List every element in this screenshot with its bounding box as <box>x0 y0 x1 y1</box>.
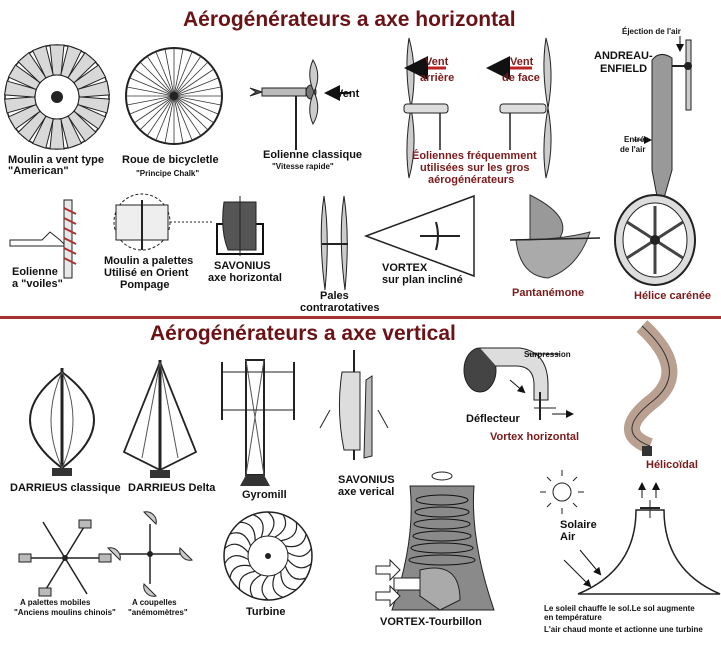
label-pantanemone: Pantanémone <box>512 287 585 299</box>
label-coupelles-1: A coupelles <box>132 598 177 607</box>
label-vortex-plan-2: sur plan incliné <box>382 274 463 286</box>
label-palettes-3: Pompage <box>120 279 170 291</box>
label-american-1: Moulin a vent type <box>8 154 104 166</box>
label-turbine: Turbine <box>246 606 286 618</box>
label-savonius-h-2: axe horizontal <box>208 272 282 284</box>
label-large-3: aérogénérateurs <box>428 174 515 186</box>
label-surpression: Surpression <box>524 350 571 359</box>
label-large-1: Éoliennes fréquemment <box>412 150 537 162</box>
label-andreau-1: ANDREAU- <box>594 50 653 62</box>
classic-turbine-drawing <box>249 58 350 150</box>
solar-chimney-drawing <box>540 470 721 595</box>
label-darrieus-delta: DARRIEUS Delta <box>128 482 216 494</box>
label-vortex-horizontal: Vortex horizontal <box>490 431 580 443</box>
pantanemone-drawing <box>509 194 601 279</box>
label-bicycle-sub: "Principe Chalk" <box>136 169 200 178</box>
label-vent-front-2: de face <box>502 72 540 84</box>
label-contra-2: contrarotatives <box>300 302 380 314</box>
label-ejection: Éjection de l'air <box>622 27 681 36</box>
label-solar-note-2: en température <box>544 613 602 622</box>
label-helicoidal: Hélicoïdal <box>646 459 698 471</box>
label-palettes-mobiles-1: A palettes mobiles <box>20 598 91 607</box>
label-savonius-v-2: axe verical <box>338 486 395 498</box>
label-voiles-2: a "voiles" <box>12 278 63 290</box>
label-large-2: utilisées sur les gros <box>420 162 530 174</box>
darrieus-classic-drawing <box>29 368 95 476</box>
palettes-mill-drawing <box>113 193 212 251</box>
deflector-drawing <box>463 347 574 420</box>
section-divider <box>0 316 721 319</box>
label-vortex-tourbillon: VORTEX-Tourbillon <box>380 616 482 628</box>
label-vortex-plan-1: VORTEX <box>382 262 428 274</box>
darrieus-delta-drawing <box>122 359 198 478</box>
label-palettes-2: Utilisé en Orient <box>104 267 189 279</box>
cup-anemometer-drawing <box>107 511 193 597</box>
label-palettes-mobiles-2: "Anciens moulins chinois" <box>14 608 116 617</box>
turbine-drawing <box>223 511 313 601</box>
label-coupelles-2: "anémomètres" <box>128 608 188 617</box>
label-savonius-v-1: SAVONIUS <box>338 474 395 486</box>
vortex-tower-drawing <box>375 471 495 611</box>
label-entry-2: de l'air <box>620 145 646 154</box>
large-turbines-drawing <box>403 37 552 179</box>
label-solar-note-3: L'air chaud monte et actionne une turbin… <box>544 625 703 634</box>
savonius-vertical-drawing <box>319 350 389 460</box>
section-title-horizontal: Aérogénérateurs a axe horizontal <box>183 8 516 31</box>
label-classic-vent: Vent <box>336 88 360 100</box>
savonius-horizontal-drawing <box>216 196 264 256</box>
section-title-vertical: Aérogénérateurs a axe vertical <box>150 322 456 345</box>
label-voiles-1: Eolienne <box>12 266 58 278</box>
label-deflecteur: Déflecteur <box>466 413 520 425</box>
label-palettes-1: Moulin a palettes <box>104 255 194 267</box>
label-vent-back-2: arrière <box>420 72 455 84</box>
label-andreau-2: ENFIELD <box>600 63 648 75</box>
gyromill-drawing <box>221 359 295 486</box>
label-darrieus-classic: DARRIEUS classique <box>10 482 121 494</box>
label-air: Air <box>560 531 576 543</box>
label-entry-1: Entrée <box>624 135 649 144</box>
label-bicycle: Roue de bicycletle <box>122 154 219 166</box>
american-windmill-drawing <box>3 44 111 150</box>
mobile-paddles-drawing <box>18 519 112 597</box>
label-contra-1: Pales <box>320 290 349 302</box>
label-carenee: Hélice carénée <box>634 290 712 302</box>
label-classic: Eolienne classique <box>263 149 363 161</box>
label-classic-sub: "Vitesse rapide" <box>272 162 334 171</box>
voiles-turbine-drawing <box>9 199 77 279</box>
vortex-inclined-plane-drawing <box>363 194 475 278</box>
helical-turbine-drawing <box>624 320 678 456</box>
contrarotating-blades-drawing <box>320 195 348 291</box>
bicycle-wheel-drawing <box>125 47 223 145</box>
label-solar-note-1: Le soleil chauffe le sol.Le sol augmente <box>544 604 695 613</box>
label-gyromill: Gyromill <box>242 489 287 501</box>
label-vent-back-1: Vent <box>425 56 449 68</box>
label-american-2: "American" <box>8 165 69 177</box>
label-savonius-h-1: SAVONIUS <box>214 260 271 272</box>
ducted-propeller-drawing <box>614 194 696 286</box>
label-solaire: Solaire <box>560 519 597 531</box>
label-vent-front-1: Vent <box>510 56 534 68</box>
